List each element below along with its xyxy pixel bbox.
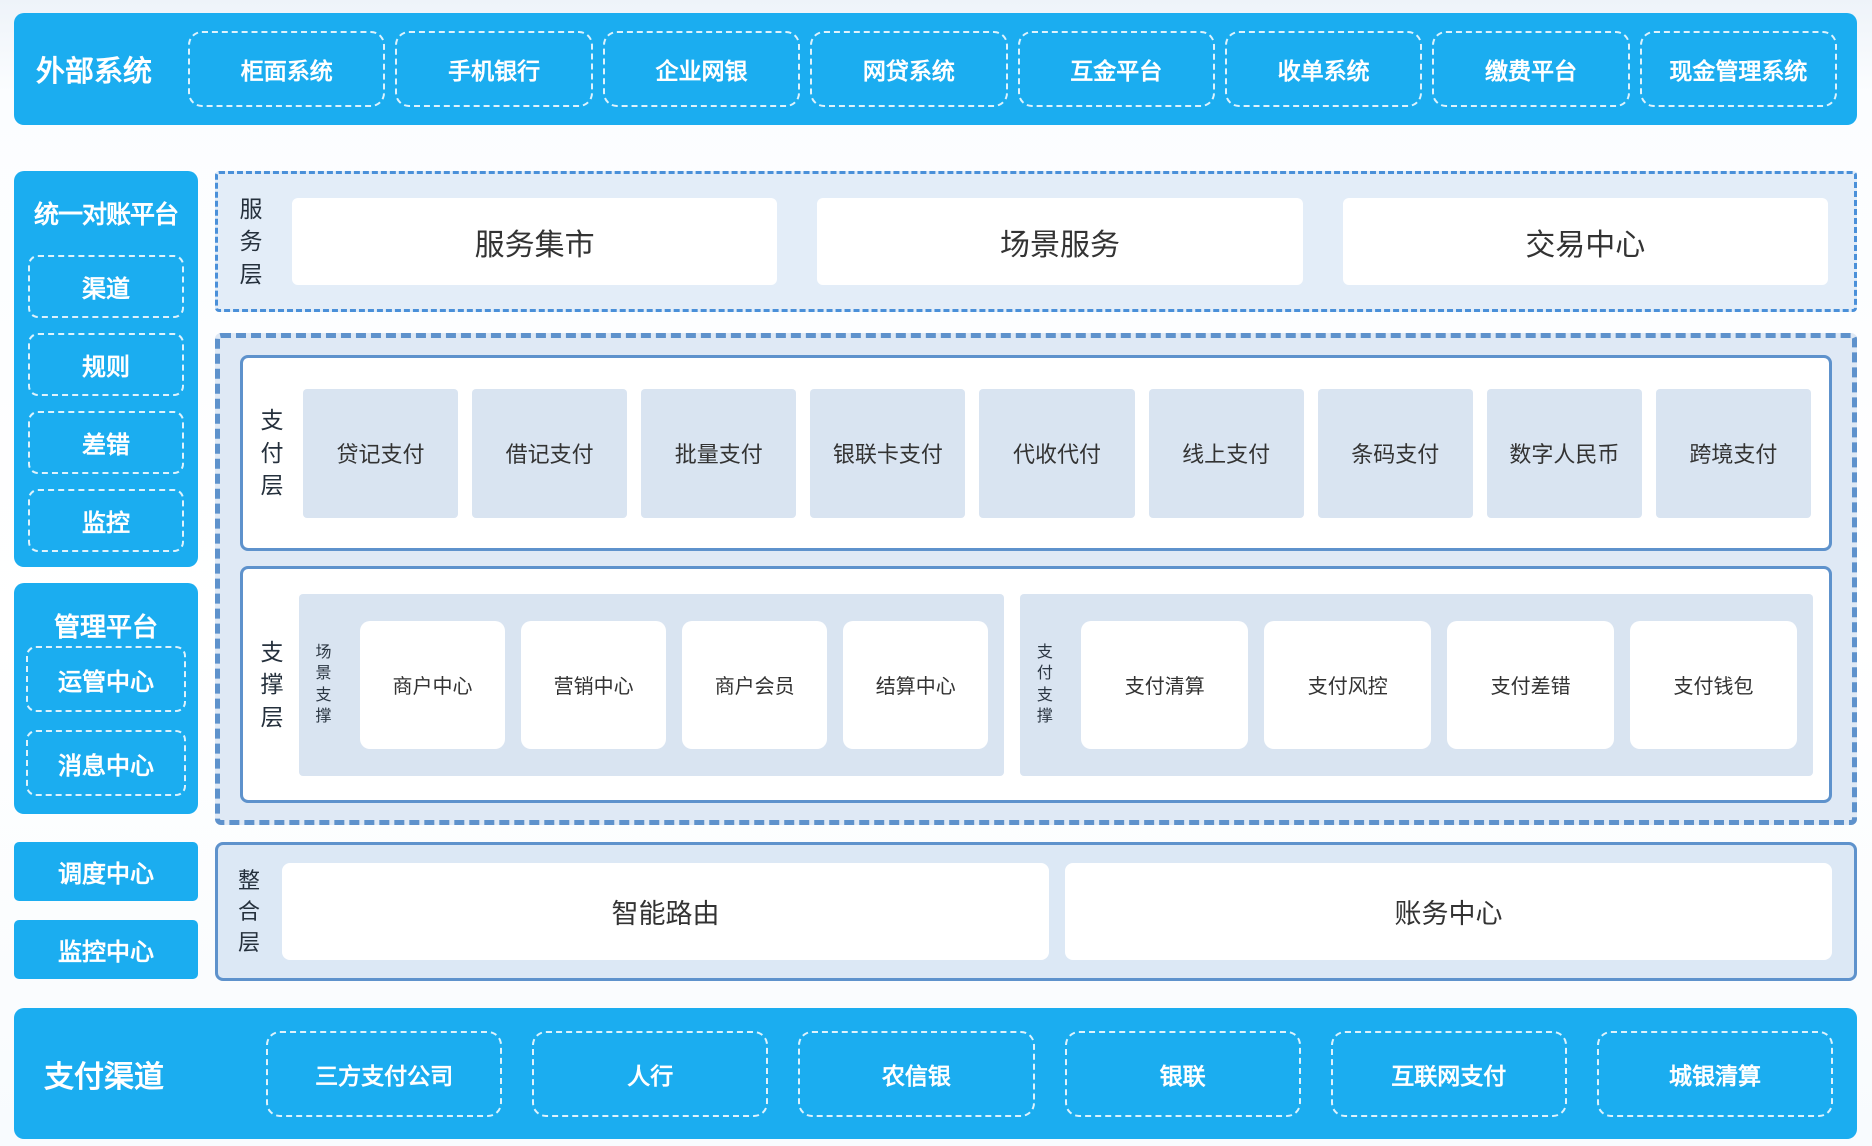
middle-zone: 统一对账平台 渠道 规则 差错 监控 管理平台 运管中心 消息中心 调度中心 监… <box>14 171 1857 981</box>
service-layer-items: 服务集市 场景服务 交易中心 <box>292 198 1828 285</box>
payment-layer-label: 支付层 <box>260 407 284 499</box>
service-layer-label: 服务层 <box>239 195 263 287</box>
service-item-scene-service: 场景服务 <box>817 198 1303 285</box>
external-systems-items: 柜面系统 手机银行 企业网银 网贷系统 互金平台 收单系统 缴费平台 现金管理系… <box>188 13 1837 125</box>
integration-item-smart-routing: 智能路由 <box>282 863 1049 960</box>
paysup-item-error: 支付差错 <box>1447 620 1615 749</box>
service-item-service-market: 服务集市 <box>292 198 778 285</box>
payment-layer-items: 贷记支付 借记支付 批量支付 银联卡支付 代收代付 线上支付 条码支付 数字人民… <box>303 388 1811 518</box>
payment-support-label: 支付支撑 <box>1036 644 1053 725</box>
paysup-item-wallet: 支付钱包 <box>1630 620 1798 749</box>
reconciliation-item-error: 差错 <box>28 411 184 474</box>
reconciliation-platform-title: 统一对账平台 <box>33 201 179 229</box>
payment-layer-box: 支付层 贷记支付 借记支付 批量支付 银联卡支付 代收代付 线上支付 条码支付 … <box>240 355 1832 551</box>
scene-item-settlement-center: 结算中心 <box>843 620 989 749</box>
external-system-item-internet-finance: 互金平台 <box>1017 31 1215 107</box>
channel-item-pboc: 人行 <box>532 1030 769 1117</box>
paysup-item-clearing: 支付清算 <box>1081 620 1249 749</box>
channel-item-internet-payment: 互联网支付 <box>1330 1030 1567 1117</box>
payment-item-batch: 批量支付 <box>641 388 797 518</box>
external-systems-label: 外部系统 <box>36 56 153 88</box>
external-system-item-bill-payment: 缴费平台 <box>1432 31 1630 107</box>
payment-item-barcode: 条码支付 <box>1317 388 1473 518</box>
integration-layer-label: 整合层 <box>237 867 260 956</box>
scene-support-label: 场景支撑 <box>315 644 332 725</box>
payment-item-credit: 贷记支付 <box>303 388 459 518</box>
support-layer-groups: 场景支撑 商户中心 营销中心 商户会员 结算中心 支付支撑 支付清算 <box>299 593 1813 776</box>
left-sidebar: 统一对账平台 渠道 规则 差错 监控 管理平台 运管中心 消息中心 调度中心 监… <box>14 171 198 981</box>
external-system-item-mobile-banking: 手机银行 <box>395 31 593 107</box>
management-platform-box: 管理平台 运管中心 消息中心 <box>14 583 198 814</box>
payment-channels-label: 支付渠道 <box>44 1060 164 1094</box>
external-system-item-corporate-ebank: 企业网银 <box>602 31 801 107</box>
channel-item-rural-credit: 农信银 <box>798 1030 1035 1117</box>
external-system-item-cash-management: 现金管理系统 <box>1639 31 1837 107</box>
scene-item-merchant-member: 商户会员 <box>682 620 828 749</box>
external-system-item-counter: 柜面系统 <box>188 31 386 107</box>
payment-item-cross-border: 跨境支付 <box>1655 388 1811 518</box>
support-layer-box: 支撑层 场景支撑 商户中心 营销中心 商户会员 结算中心 <box>240 566 1832 803</box>
scene-item-marketing-center: 营销中心 <box>521 620 667 749</box>
main-column: 服务层 服务集市 场景服务 交易中心 支付层 贷记支付 借记支付 批量支付 银联… <box>215 171 1857 981</box>
monitor-center-box: 监控中心 <box>14 920 198 979</box>
channel-item-unionpay: 银联 <box>1064 1030 1301 1117</box>
channel-item-city-bank-clearing: 城银清算 <box>1596 1030 1834 1117</box>
payment-item-unionpay-card: 银联卡支付 <box>810 388 966 518</box>
payment-support-group: 支付支撑 支付清算 支付风控 支付差错 支付钱包 <box>1020 593 1813 776</box>
scene-item-merchant-center: 商户中心 <box>360 620 506 749</box>
payment-item-debit: 借记支付 <box>472 388 628 518</box>
service-item-trade-center: 交易中心 <box>1342 198 1828 285</box>
management-item-message-center: 消息中心 <box>26 730 186 796</box>
management-item-operation-center: 运管中心 <box>26 646 186 712</box>
external-system-item-acquiring: 收单系统 <box>1224 31 1423 107</box>
reconciliation-item-monitor: 监控 <box>28 489 184 552</box>
scene-support-group: 场景支撑 商户中心 营销中心 商户会员 结算中心 <box>299 593 1005 776</box>
payment-item-digital-rmb: 数字人民币 <box>1486 388 1642 518</box>
dispatch-center-box: 调度中心 <box>14 842 198 901</box>
reconciliation-platform-box: 统一对账平台 渠道 规则 差错 监控 <box>14 171 198 567</box>
payment-support-items: 支付清算 支付风控 支付差错 支付钱包 <box>1081 620 1798 749</box>
payment-channels-items: 三方支付公司 人行 农信银 银联 互联网支付 城银清算 <box>266 1008 1834 1139</box>
payment-channels-bar: 支付渠道 三方支付公司 人行 农信银 银联 互联网支付 城银清算 <box>14 1008 1857 1139</box>
external-system-item-online-loan: 网贷系统 <box>810 31 1008 107</box>
payment-item-online: 线上支付 <box>1148 388 1304 518</box>
channel-item-third-party: 三方支付公司 <box>266 1030 503 1117</box>
management-platform-title: 管理平台 <box>53 612 158 642</box>
paysup-item-risk-control: 支付风控 <box>1264 620 1432 749</box>
scene-support-items: 商户中心 营销中心 商户会员 结算中心 <box>360 620 989 749</box>
reconciliation-item-rules: 规则 <box>28 333 184 396</box>
integration-item-accounting-center: 账务中心 <box>1065 863 1832 960</box>
reconciliation-item-channel: 渠道 <box>28 255 184 318</box>
integration-layer-items: 智能路由 账务中心 <box>282 863 1832 960</box>
support-layer-label: 支撑层 <box>260 638 284 730</box>
core-layers-container: 支付层 贷记支付 借记支付 批量支付 银联卡支付 代收代付 线上支付 条码支付 … <box>215 333 1857 825</box>
external-systems-bar: 外部系统 柜面系统 手机银行 企业网银 网贷系统 互金平台 收单系统 缴费平台 … <box>14 13 1857 125</box>
integration-layer-box: 整合层 智能路由 账务中心 <box>215 842 1857 981</box>
service-layer-box: 服务层 服务集市 场景服务 交易中心 <box>215 171 1857 312</box>
payment-item-collection: 代收代付 <box>979 388 1135 518</box>
